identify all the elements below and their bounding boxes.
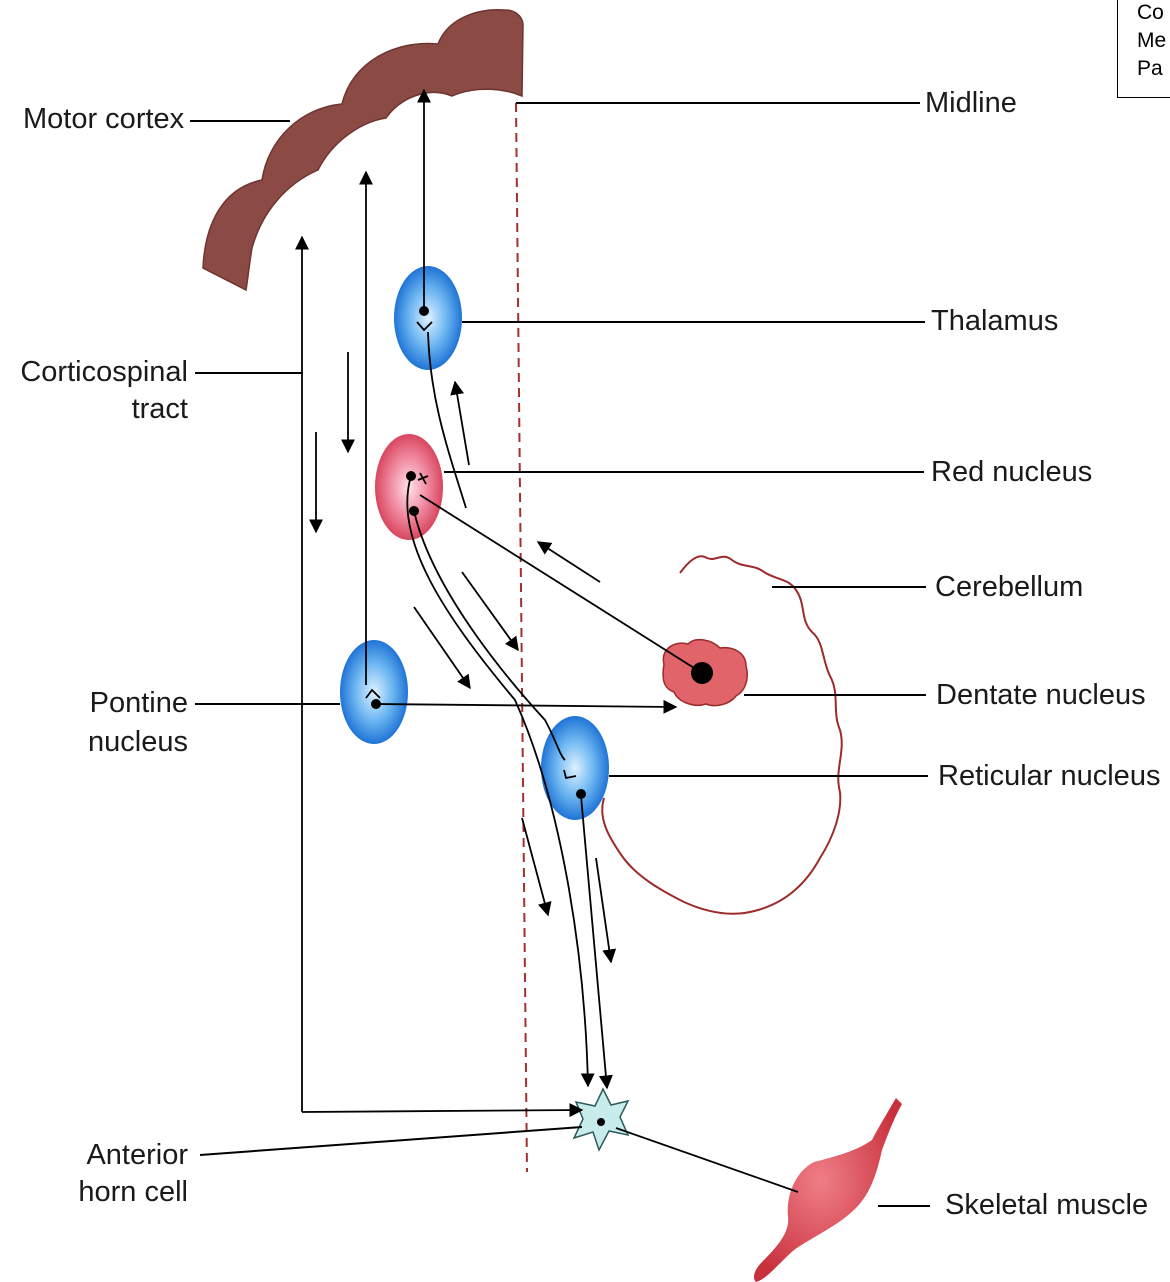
thalamus-nucleus	[394, 266, 462, 370]
label-cerebellum: Cerebellum	[935, 570, 1083, 605]
flow-arrow-red-down	[414, 607, 470, 688]
label-midline: Midline	[925, 86, 1017, 121]
flow-arrow-red-to-reticular	[462, 572, 518, 650]
skeletal-muscle-shape	[754, 1098, 902, 1282]
corner-note-line2: Me	[1137, 27, 1170, 55]
label-corticospinal-line1: Corticospinal	[10, 355, 188, 390]
label-motor-cortex: Motor cortex	[23, 102, 184, 137]
corticospinal-to-ahc-path	[302, 1110, 582, 1112]
flow-arrow-reticulospinal-down	[596, 858, 611, 962]
red-to-reticular-path	[414, 511, 565, 760]
label-skeletal-muscle: Skeletal muscle	[945, 1188, 1148, 1223]
pontine-to-dentate-path	[376, 704, 676, 707]
midline-dashed-line	[516, 103, 527, 1172]
cerebellum-outline	[602, 556, 842, 914]
thalamus-cell-body	[419, 306, 429, 316]
label-anterior-line2: horn cell	[10, 1175, 188, 1210]
label-pontine-line2: nucleus	[10, 725, 188, 760]
corner-note-box: Co Me Pa	[1117, 0, 1170, 98]
corner-note-line1: Co	[1137, 0, 1170, 27]
label-dentate-nucleus: Dentate nucleus	[936, 678, 1146, 713]
leader-anterior-horn	[200, 1127, 582, 1155]
label-corticospinal-line2: tract	[10, 392, 188, 427]
red-nucleus-cell-body-2	[409, 506, 419, 516]
label-anterior-line1: Anterior	[10, 1138, 188, 1173]
motor-cortex-shape	[203, 10, 523, 290]
label-red-nucleus: Red nucleus	[931, 455, 1092, 490]
dentate-to-red-nucleus-path	[420, 495, 702, 673]
label-pontine-line1: Pontine	[10, 686, 188, 721]
reticulospinal-path	[581, 796, 607, 1088]
flow-arrow-up-thalamus	[455, 382, 469, 465]
red-nucleus-cell-body-1	[406, 471, 416, 481]
label-thalamus: Thalamus	[931, 304, 1058, 339]
anterior-horn-cell-body	[597, 1118, 605, 1126]
ahc-to-muscle-path	[616, 1128, 798, 1192]
pontine-cell-body	[371, 699, 381, 709]
label-reticular-nucleus: Reticular nucleus	[938, 759, 1160, 794]
corner-note-line3: Pa	[1137, 55, 1170, 83]
flow-arrow-rubrospinal-down	[522, 818, 548, 915]
reticular-cell-body	[576, 789, 586, 799]
